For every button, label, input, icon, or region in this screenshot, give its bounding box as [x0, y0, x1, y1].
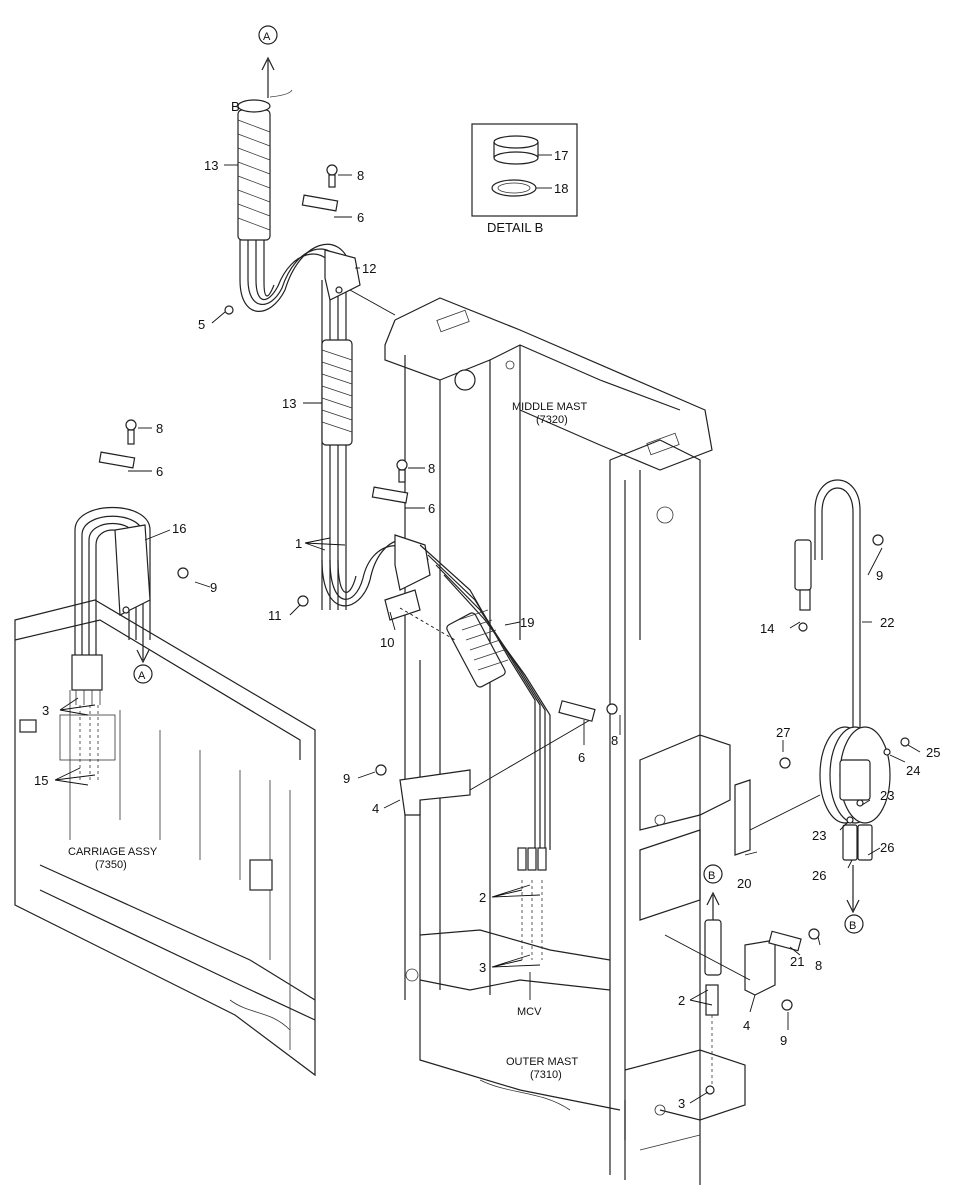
middle-mast-label: MIDDLE MAST — [512, 401, 587, 413]
svg-text:A: A — [263, 31, 271, 43]
ref-marker-a-lower: A — [133, 640, 153, 684]
ref-marker-b-detail: B — [231, 99, 240, 114]
svg-text:A: A — [138, 670, 146, 682]
callout-c13b: 13 — [282, 396, 296, 411]
callout-c27: 27 — [776, 725, 790, 740]
callout-c23a: 23 — [880, 788, 894, 803]
svg-text:B: B — [849, 920, 856, 932]
svg-text:B: B — [708, 870, 715, 882]
callout-c25: 25 — [926, 745, 940, 760]
hose-bundle-carriage — [71, 506, 151, 705]
callout-c2b: 2 — [678, 993, 685, 1008]
carriage-label: CARRIAGE ASSY — [68, 846, 158, 858]
callout-c3c: 3 — [678, 1096, 685, 1111]
hose-reel-assembly — [734, 479, 891, 914]
callout-c26b: 26 — [880, 840, 894, 855]
callout-c5: 5 — [198, 317, 205, 332]
detail-b-box: 17 18 DETAIL B — [471, 123, 578, 235]
callout-c14: 14 — [760, 621, 774, 636]
mcv-label: MCV — [517, 1006, 542, 1018]
callout-c21: 21 — [790, 954, 804, 969]
ref-marker-a-top: A — [258, 25, 278, 45]
callout-c12: 12 — [362, 261, 376, 276]
hose-bundle-upper — [237, 56, 396, 610]
callout-c4a: 4 — [372, 801, 379, 816]
callout-c3a: 3 — [42, 703, 49, 718]
detail-item-18: 18 — [554, 181, 568, 196]
mcv-fittings — [79, 705, 547, 960]
callout-c10: 10 — [380, 635, 394, 650]
detail-b-title: DETAIL B — [487, 220, 543, 235]
callout-c8c: 8 — [428, 461, 435, 476]
callout-c9c: 9 — [876, 568, 883, 583]
hose-bundle-middle — [321, 534, 551, 850]
callout-c11: 11 — [268, 608, 282, 623]
callout-c6a: 6 — [357, 210, 364, 225]
callout-c8d: 8 — [611, 733, 618, 748]
callout-c15: 15 — [34, 773, 48, 788]
detail-item-17: 17 — [554, 148, 568, 163]
callout-c13a: 13 — [204, 158, 218, 173]
callout-c9a: 9 — [210, 580, 217, 595]
callout-c23b: 23 — [812, 828, 826, 843]
callout-c8b: 8 — [156, 421, 163, 436]
callout-c1: 1 — [295, 536, 302, 551]
callout-c19: 19 — [520, 615, 534, 630]
callout-c16: 16 — [172, 521, 186, 536]
callout-c20: 20 — [737, 876, 751, 891]
callout-c6d: 6 — [578, 750, 585, 765]
hardware-bolts — [98, 164, 910, 1095]
callout-c24: 24 — [906, 763, 920, 778]
ref-marker-b-lower: B — [703, 864, 723, 884]
callout-c8e: 8 — [815, 958, 822, 973]
callout-c2a: 2 — [479, 890, 486, 905]
callout-c9d: 9 — [780, 1033, 787, 1048]
outer-mast — [405, 439, 746, 1185]
callout-c6c: 6 — [428, 501, 435, 516]
ref-marker-b-right: B — [844, 914, 864, 934]
svg-text:B: B — [231, 99, 240, 114]
hose-fittings-outer — [399, 719, 776, 1085]
middle-mast-code: (7320) — [536, 414, 568, 426]
callout-c6b: 6 — [156, 464, 163, 479]
outer-mast-code: (7310) — [530, 1069, 562, 1081]
callout-c22: 22 — [880, 615, 894, 630]
callout-c4b: 4 — [743, 1018, 750, 1033]
carriage-code: (7350) — [95, 859, 127, 871]
callout-c9b: 9 — [343, 771, 350, 786]
callout-c3b: 3 — [479, 960, 486, 975]
callouts: 13 8 6 12 5 13 8 6 16 9 8 6 1 11 10 19 8… — [34, 158, 940, 1111]
callout-c8a: 8 — [357, 168, 364, 183]
outer-mast-label: OUTER MAST — [506, 1056, 578, 1068]
carriage-assembly — [14, 599, 316, 1077]
callout-c26a: 26 — [812, 868, 826, 883]
